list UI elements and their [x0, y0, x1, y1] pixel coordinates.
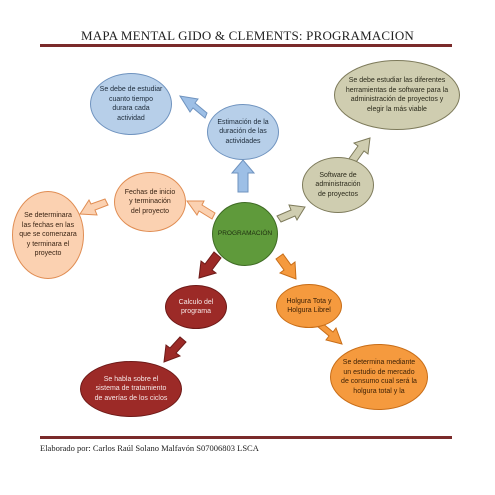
- arrow-center-to-calculo: [198, 251, 222, 279]
- node-estudiar-tiempo: Se debe de estudiar cuanto tiempo durara…: [90, 73, 172, 135]
- node-software-label: Software de administración de proyectos: [315, 171, 361, 198]
- arrow-calculo-to-desc: [163, 336, 187, 363]
- node-calculo-desc: Se habla sobre el sistema de tratamiento…: [80, 361, 182, 417]
- arrow-fechas-to-desc: [79, 198, 109, 216]
- footer-credit: Elaborado por: Carlos Raúl Solano Malfav…: [40, 443, 259, 453]
- node-calculo: Calculo del programa: [165, 285, 227, 329]
- node-estimacion-label: Estimación de la duración de las activid…: [217, 118, 269, 145]
- arrow-center-to-holgura: [275, 253, 297, 280]
- node-holgura-desc-label: Se determina mediante un estudio de merc…: [341, 359, 417, 395]
- arrow-estimacion-to-estudiar: [178, 95, 208, 119]
- node-holgura-label: Holgura Tota y Holgura Librel: [286, 297, 332, 315]
- node-software-desc-label: Se debe estudiar las diferentes herramie…: [345, 77, 449, 113]
- node-fechas: Fechas de inicio y terminación del proye…: [114, 172, 186, 232]
- node-holgura: Holgura Tota y Holgura Librel: [276, 284, 342, 328]
- top-divider: [40, 44, 452, 47]
- arrow-center-to-fechas: [186, 200, 216, 220]
- node-calculo-desc-label: Se habla sobre el sistema de tratamiento…: [94, 375, 168, 402]
- node-fechas-desc: Se determinara las fechas en las que se …: [12, 191, 84, 279]
- page-title: MAPA MENTAL GIDO & CLEMENTS: PROGRAMACIO…: [80, 28, 415, 43]
- arrow-center-to-software: [276, 204, 306, 223]
- node-estudiar-tiempo-label: Se debe de estudiar cuanto tiempo durara…: [99, 86, 163, 122]
- node-estimacion: Estimación de la duración de las activid…: [207, 104, 279, 160]
- node-fechas-label: Fechas de inicio y terminación del proye…: [124, 188, 176, 215]
- node-software: Software de administración de proyectos: [302, 157, 374, 213]
- arrow-center-to-estimacion: [230, 159, 256, 193]
- node-center: PROGRAMACIÓN: [212, 202, 278, 266]
- bottom-divider: [40, 436, 452, 439]
- node-calculo-label: Calculo del programa: [178, 298, 214, 316]
- node-center-label: PROGRAMACIÓN: [217, 230, 273, 238]
- node-holgura-desc: Se determina mediante un estudio de merc…: [330, 344, 428, 410]
- node-software-desc: Se debe estudiar las diferentes herramie…: [334, 60, 460, 130]
- node-fechas-desc-label: Se determinara las fechas en las que se …: [19, 212, 77, 258]
